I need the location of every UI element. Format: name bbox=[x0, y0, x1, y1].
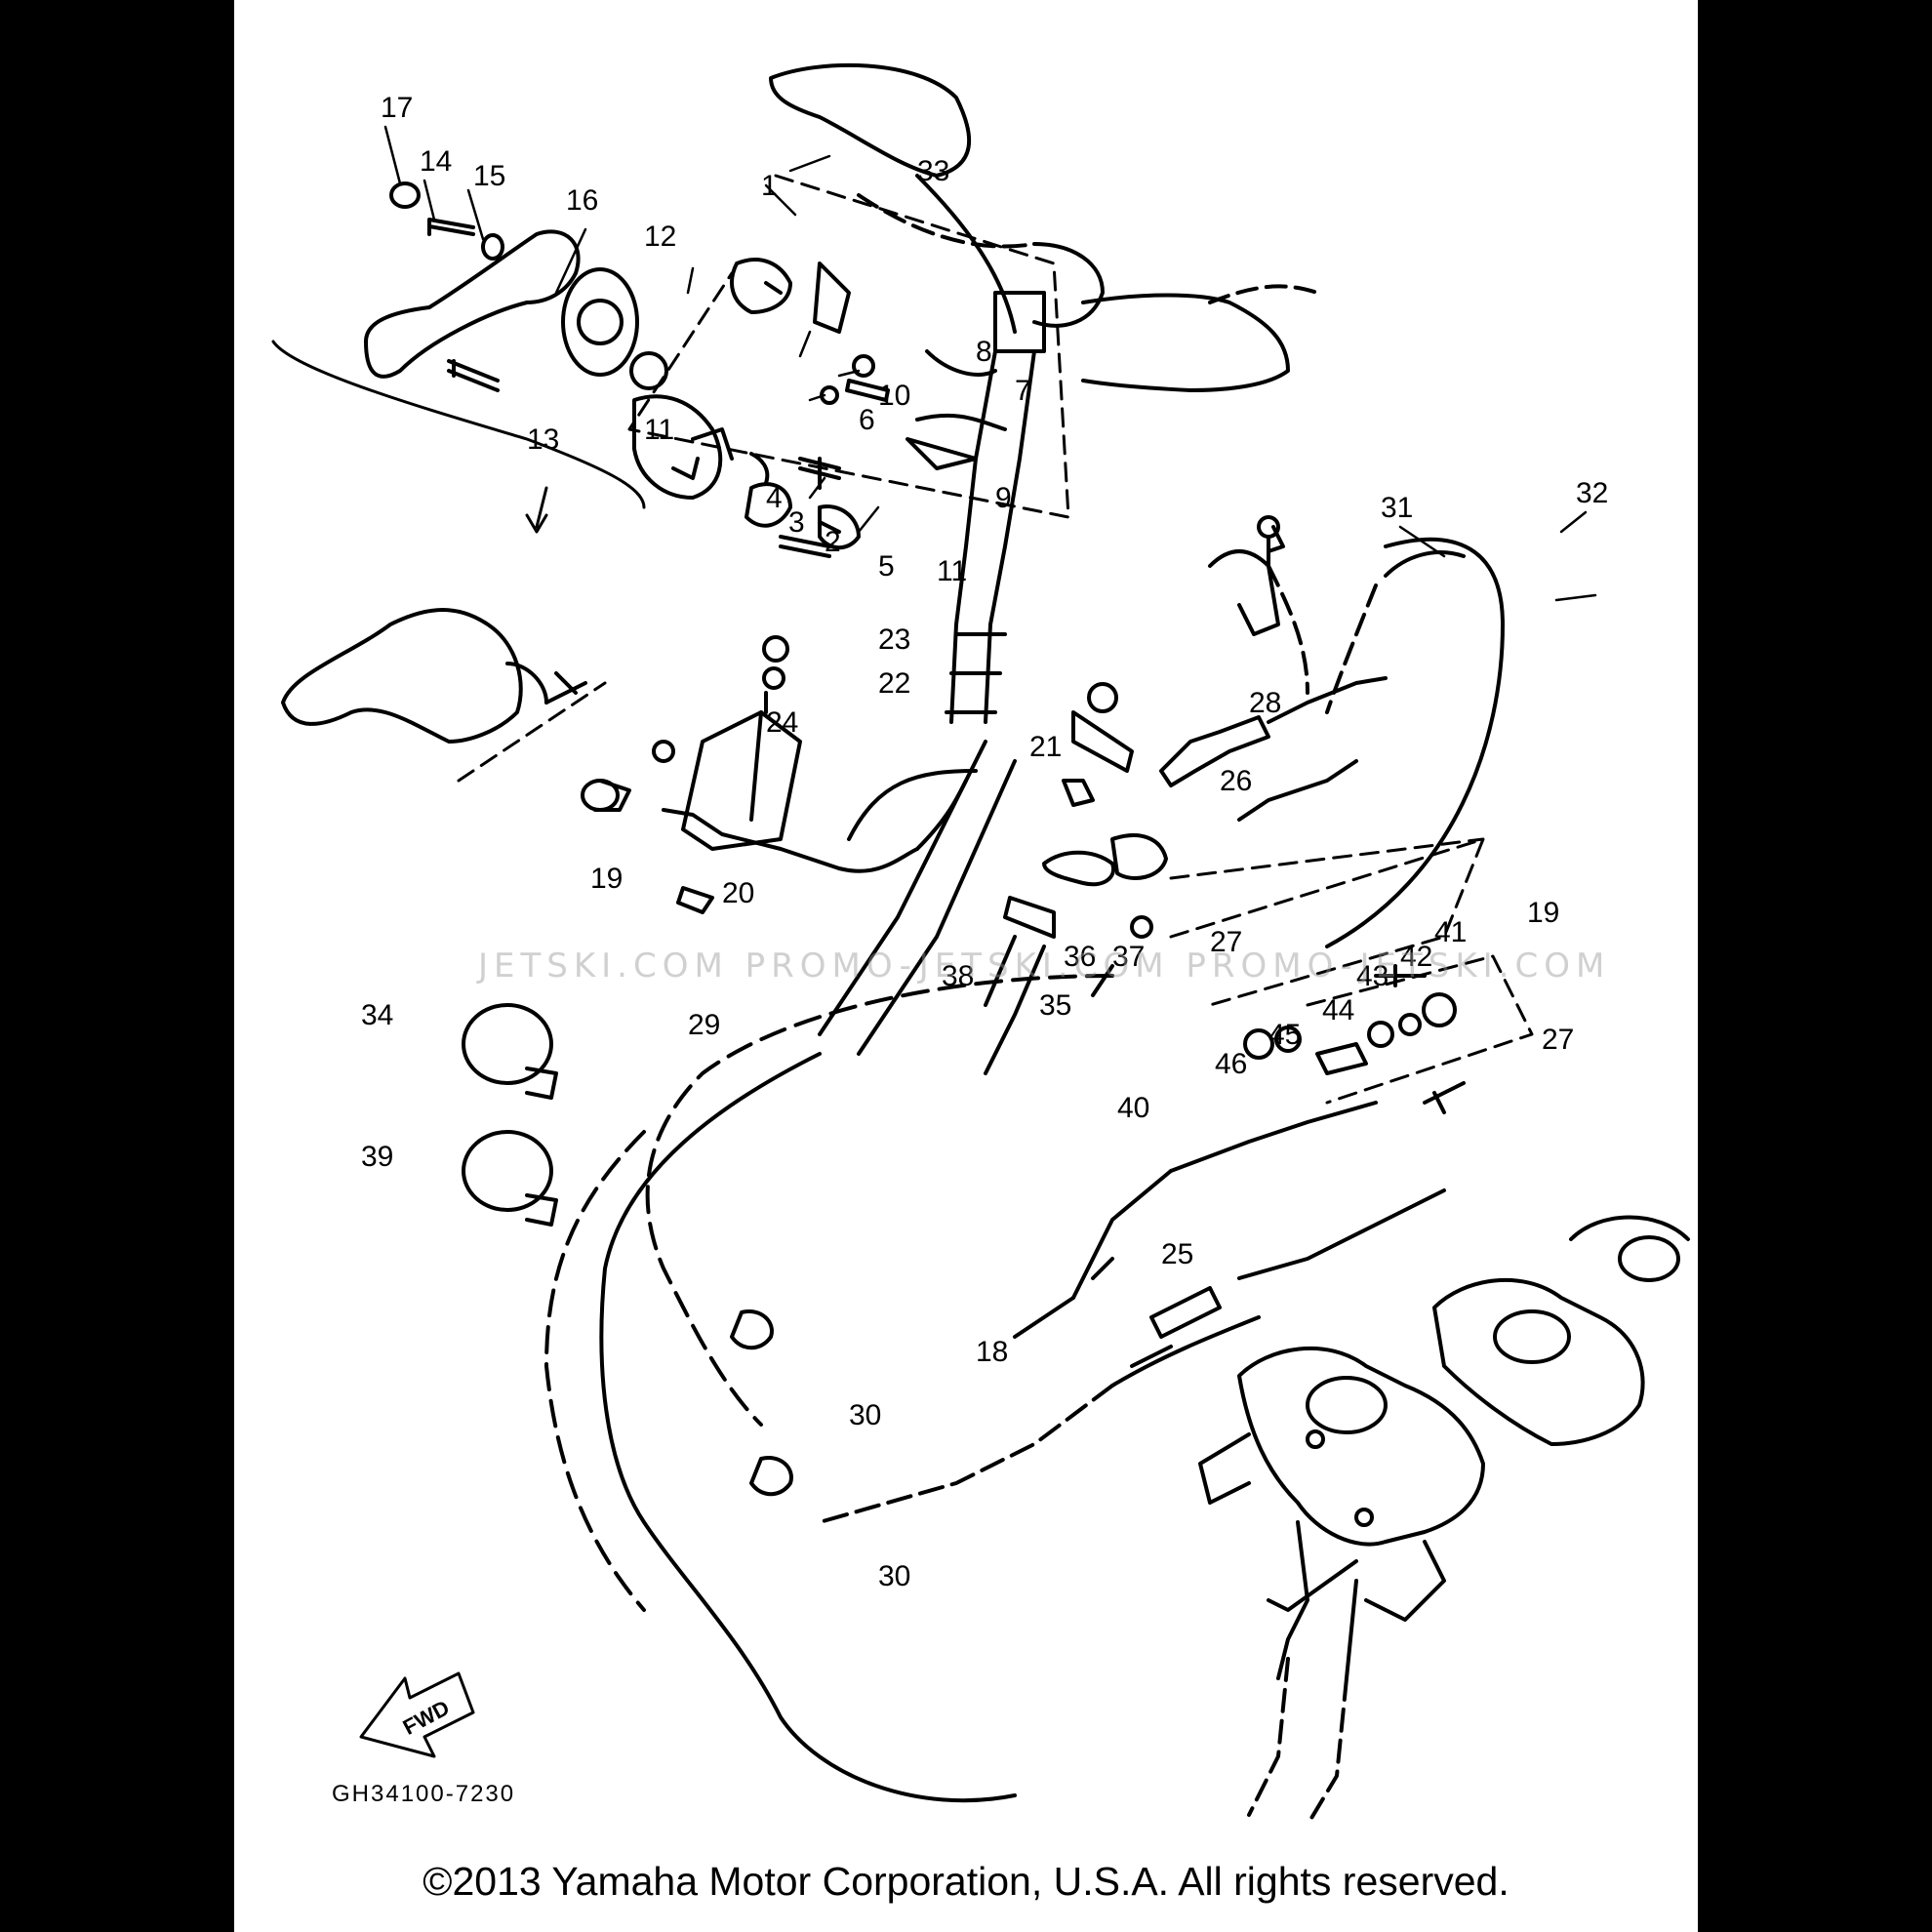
callout-16: 16 bbox=[566, 184, 598, 217]
callout-40: 40 bbox=[1117, 1092, 1149, 1124]
callout-8: 8 bbox=[976, 336, 992, 368]
fwd-arrow: FWD bbox=[359, 1671, 475, 1758]
callout-21: 21 bbox=[1029, 731, 1062, 763]
callout-30-b: 30 bbox=[878, 1560, 910, 1592]
part-code: GH34100-7230 bbox=[332, 1781, 516, 1807]
callout-9: 9 bbox=[995, 482, 1012, 514]
callout-34: 34 bbox=[361, 999, 393, 1031]
callout-1: 1 bbox=[761, 170, 778, 202]
lower-lever bbox=[281, 608, 607, 783]
cable-bracket bbox=[652, 635, 802, 851]
fwd-label: FWD bbox=[399, 1695, 454, 1740]
callout-6: 6 bbox=[859, 404, 875, 436]
callout-36: 36 bbox=[1064, 941, 1096, 973]
callout-22: 22 bbox=[878, 667, 910, 700]
exploded-parts-diagram: FWD 17 14 15 16 12 1 bbox=[271, 62, 1690, 1827]
callout-44: 44 bbox=[1322, 994, 1354, 1026]
callout-35: 35 bbox=[1039, 989, 1071, 1022]
callout-37: 37 bbox=[1112, 941, 1145, 973]
callout-19-b: 19 bbox=[1527, 897, 1559, 929]
callout-15: 15 bbox=[473, 160, 505, 192]
callout-31: 31 bbox=[1381, 492, 1413, 524]
callout-43: 43 bbox=[1356, 960, 1389, 992]
callout-27-a: 27 bbox=[1210, 926, 1242, 958]
callout-2: 2 bbox=[825, 526, 841, 558]
carburetor-assembly bbox=[1198, 1215, 1690, 1827]
switch-assembly-outline bbox=[627, 174, 1070, 519]
callout-33: 33 bbox=[917, 155, 949, 187]
cable-ties bbox=[462, 1003, 558, 1227]
callout-45: 45 bbox=[1268, 1019, 1301, 1051]
fitting-kit bbox=[1169, 837, 1534, 1105]
callout-38: 38 bbox=[942, 960, 974, 992]
callout-41: 41 bbox=[1434, 916, 1467, 948]
callout-13: 13 bbox=[527, 423, 559, 456]
callout-4: 4 bbox=[766, 482, 783, 514]
callout-29: 29 bbox=[688, 1009, 720, 1041]
leader-lines bbox=[383, 125, 1597, 602]
callout-12: 12 bbox=[644, 221, 676, 253]
callout-25: 25 bbox=[1161, 1238, 1193, 1270]
callout-11-a: 11 bbox=[644, 414, 674, 446]
callout-labels: 17 14 15 16 12 1 33 8 10 7 13 11 6 4 3 2… bbox=[361, 92, 1608, 1592]
callout-26: 26 bbox=[1220, 765, 1252, 797]
cable-loops bbox=[544, 537, 1505, 1803]
cable-clamp bbox=[1208, 515, 1285, 636]
watermark: JETSKI.COM PROMO-JETSKI.COM PROMO-JETSKI… bbox=[478, 946, 1611, 986]
lever-bracket-line bbox=[271, 340, 646, 509]
callout-20: 20 bbox=[722, 877, 754, 909]
callout-17: 17 bbox=[381, 92, 413, 124]
callout-23: 23 bbox=[878, 624, 910, 656]
callout-30-a: 30 bbox=[849, 1399, 881, 1431]
callout-24: 24 bbox=[766, 706, 798, 739]
callout-3: 3 bbox=[788, 506, 805, 539]
callout-32: 32 bbox=[1576, 477, 1608, 509]
callout-39: 39 bbox=[361, 1141, 393, 1173]
choke-cable bbox=[730, 964, 1466, 1524]
lever-arrow bbox=[525, 486, 548, 534]
diagram-sheet: FWD 17 14 15 16 12 1 bbox=[234, 0, 1698, 1932]
callout-14: 14 bbox=[420, 145, 452, 178]
handlebar bbox=[769, 62, 1319, 724]
callout-10: 10 bbox=[878, 380, 910, 412]
choke-knob bbox=[984, 850, 1153, 1075]
throttle-cable-upper bbox=[581, 769, 978, 914]
callout-42: 42 bbox=[1400, 941, 1432, 973]
callout-18: 18 bbox=[976, 1336, 1008, 1368]
callout-46: 46 bbox=[1215, 1048, 1247, 1080]
callout-19-a: 19 bbox=[590, 863, 623, 895]
cable-connectors bbox=[1062, 676, 1388, 880]
copyright-notice: ©2013 Yamaha Motor Corporation, U.S.A. A… bbox=[423, 1859, 1509, 1904]
callout-28: 28 bbox=[1249, 687, 1281, 719]
callout-11-b: 11 bbox=[937, 555, 967, 587]
callout-27-b: 27 bbox=[1542, 1024, 1574, 1056]
callout-7: 7 bbox=[1015, 375, 1031, 407]
lever-assembly bbox=[364, 181, 890, 558]
callout-5: 5 bbox=[878, 550, 895, 583]
